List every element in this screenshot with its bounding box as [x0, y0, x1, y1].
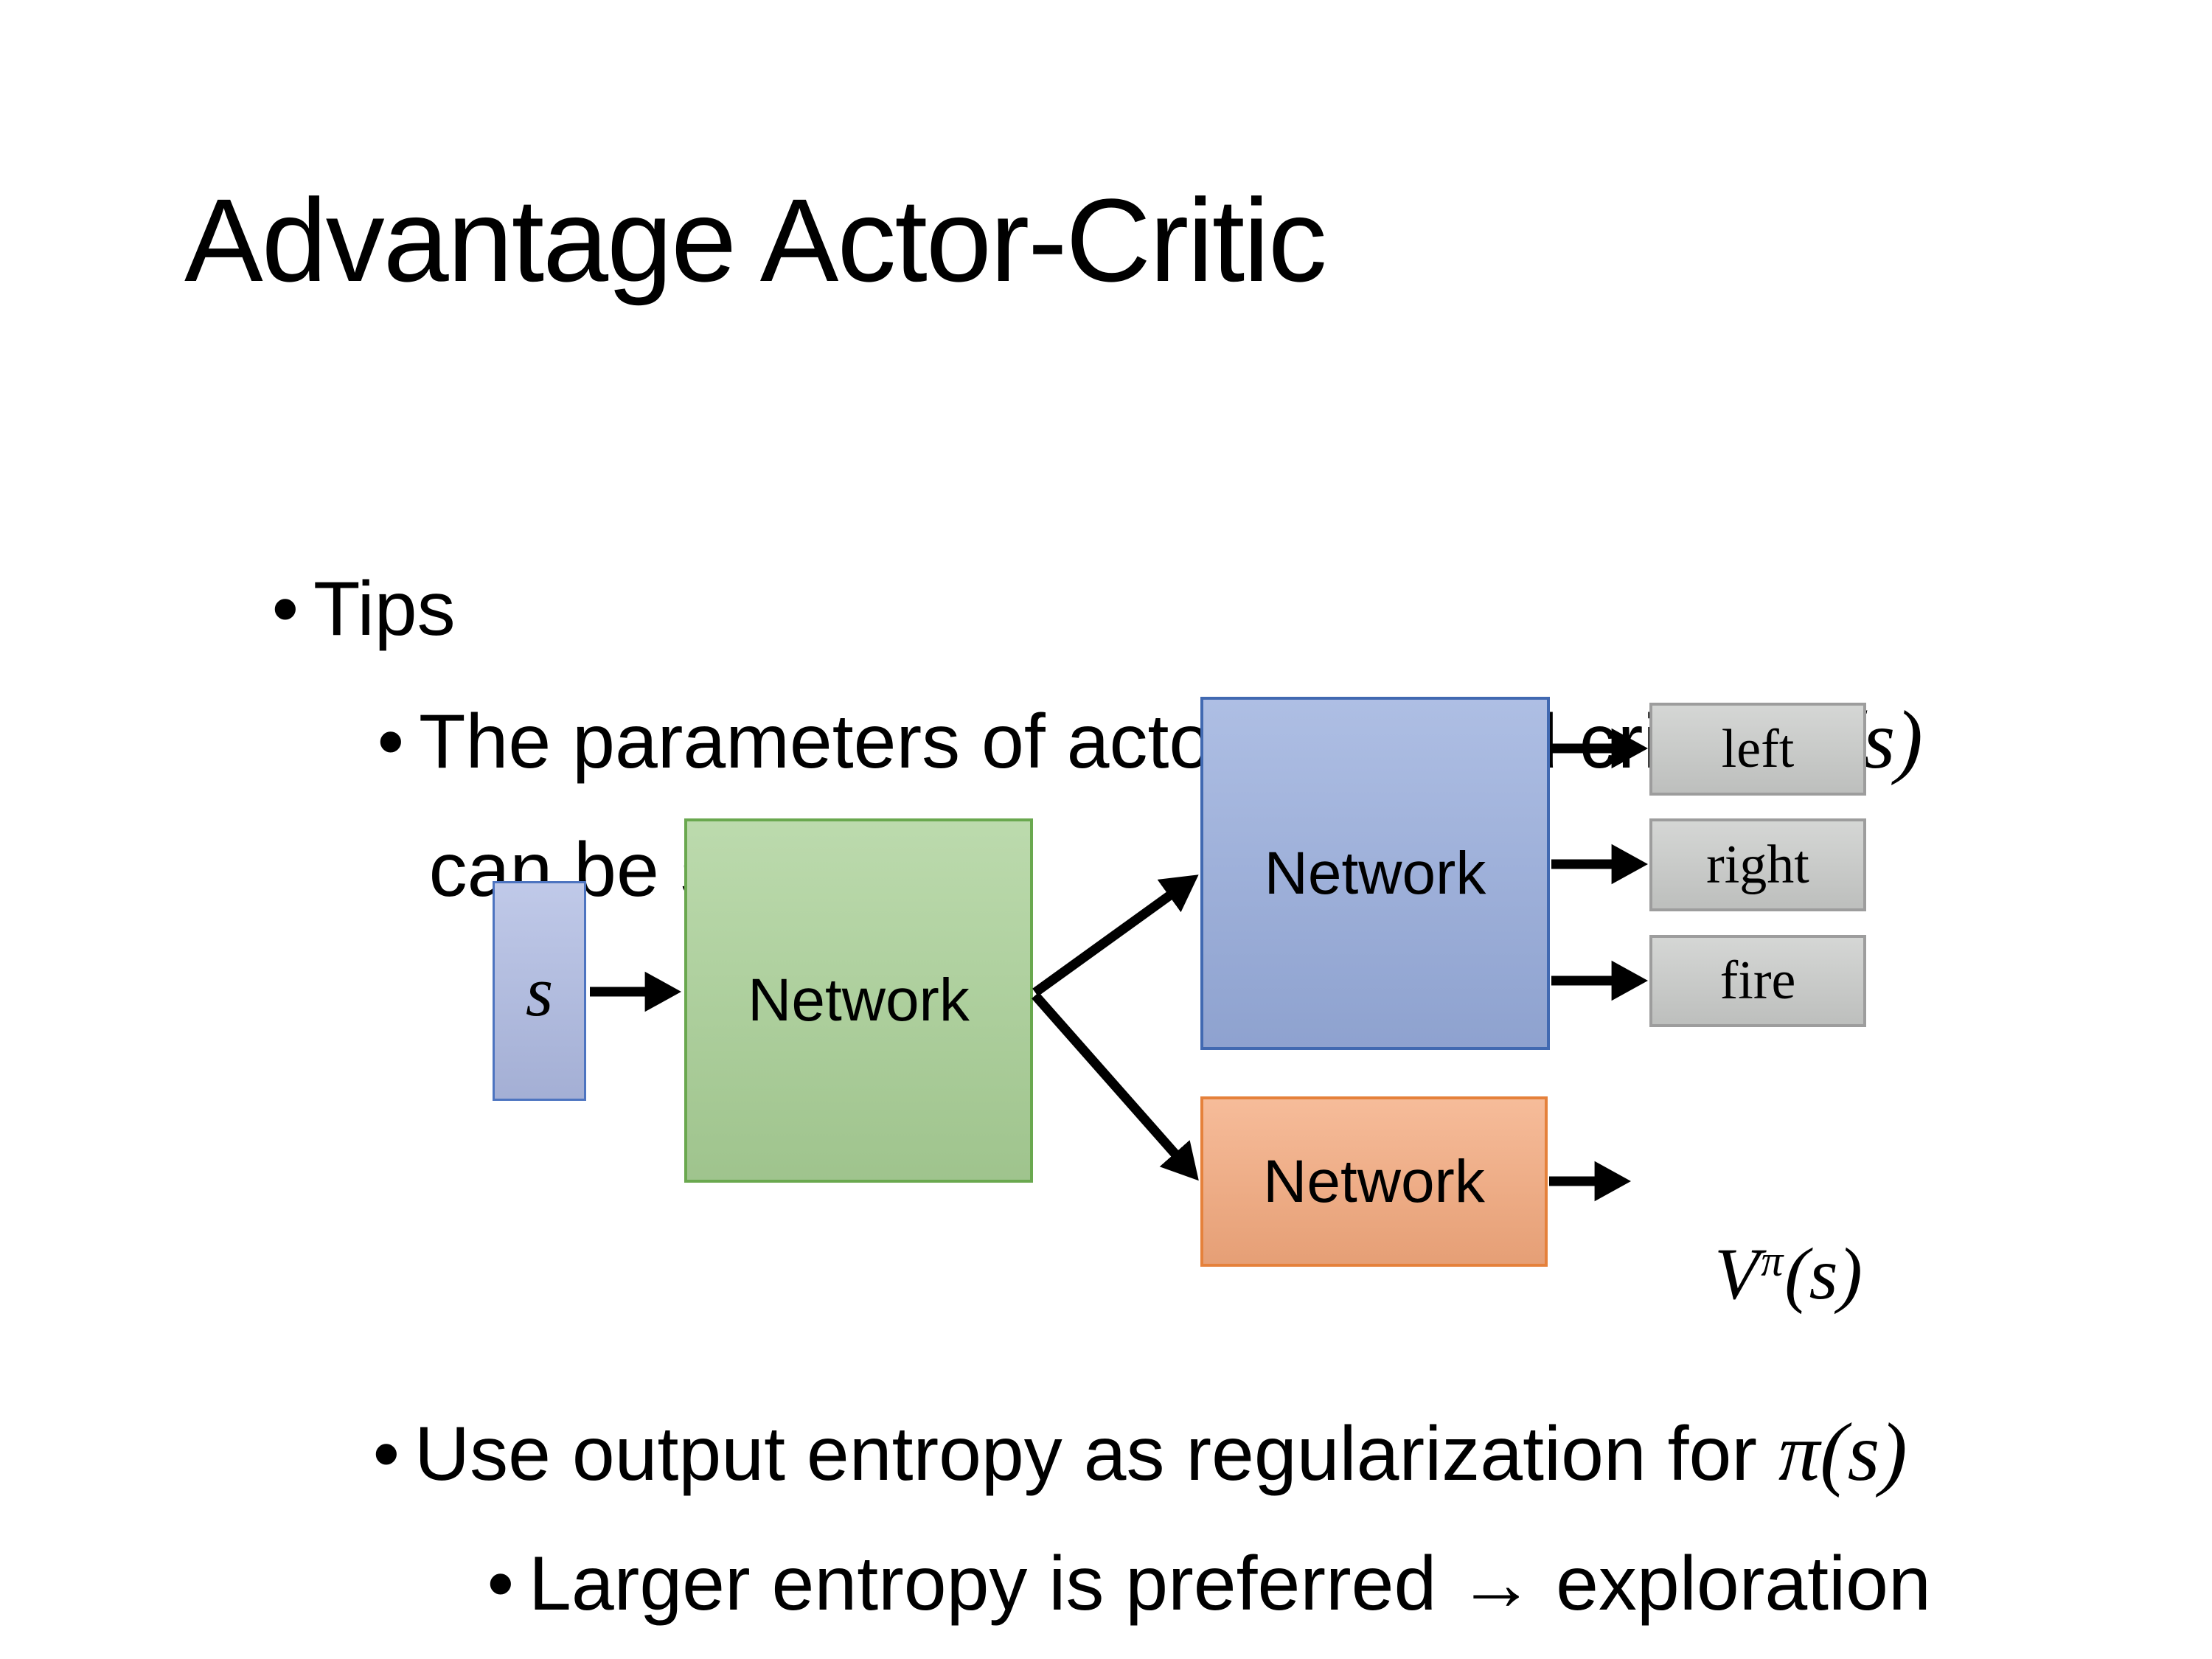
tips-text: Tips: [313, 566, 456, 652]
value-output-args: (s): [1784, 1233, 1863, 1315]
value-output-base: V: [1714, 1233, 1760, 1315]
action-box-right: right: [1649, 818, 1866, 911]
arrow-shared-to-actor: [1032, 874, 1199, 997]
critic-network-box: Network: [1200, 1096, 1548, 1267]
shared-network-box: Network: [684, 818, 1033, 1183]
parameters-text-1: The parameters of actor: [419, 699, 1259, 785]
larger-entropy-text: Larger entropy is preferred → exploratio…: [529, 1541, 1931, 1627]
value-output-label: Vπ(s): [1632, 1134, 1863, 1413]
value-output-sup: π: [1761, 1236, 1784, 1285]
entropy-text: Use output entropy as regularization for: [414, 1411, 1778, 1497]
bullet-larger-entropy: •Larger entropy is preferred → explorati…: [402, 1438, 1931, 1659]
action-box-left: left: [1649, 703, 1866, 796]
critic-network-label: Network: [1263, 1147, 1485, 1215]
state-label: s: [525, 951, 554, 1031]
bullet-dot: •: [377, 699, 404, 785]
pi-s-formula: π(s): [1778, 1407, 1907, 1498]
bullet-dot: •: [271, 566, 299, 652]
action-box-fire: fire: [1649, 935, 1866, 1027]
action-label-right: right: [1706, 834, 1809, 895]
bullet-entropy-regularization: •Use output entropy as regularization fo…: [288, 1307, 1907, 1600]
arrow-shared-to-critic: [1032, 992, 1199, 1181]
actor-network-label: Network: [1264, 839, 1486, 907]
bullet-tips: •Tips: [187, 463, 456, 755]
slide-title: Advantage Actor-Critic: [184, 174, 1327, 306]
actor-network-box: Network: [1200, 697, 1550, 1050]
action-label-left: left: [1721, 718, 1795, 779]
shared-network-label: Network: [748, 967, 970, 1034]
bullet-dot: •: [487, 1541, 514, 1627]
bullet-dot: •: [372, 1411, 400, 1497]
action-label-fire: fire: [1719, 950, 1796, 1011]
state-input-box: s: [493, 881, 586, 1101]
